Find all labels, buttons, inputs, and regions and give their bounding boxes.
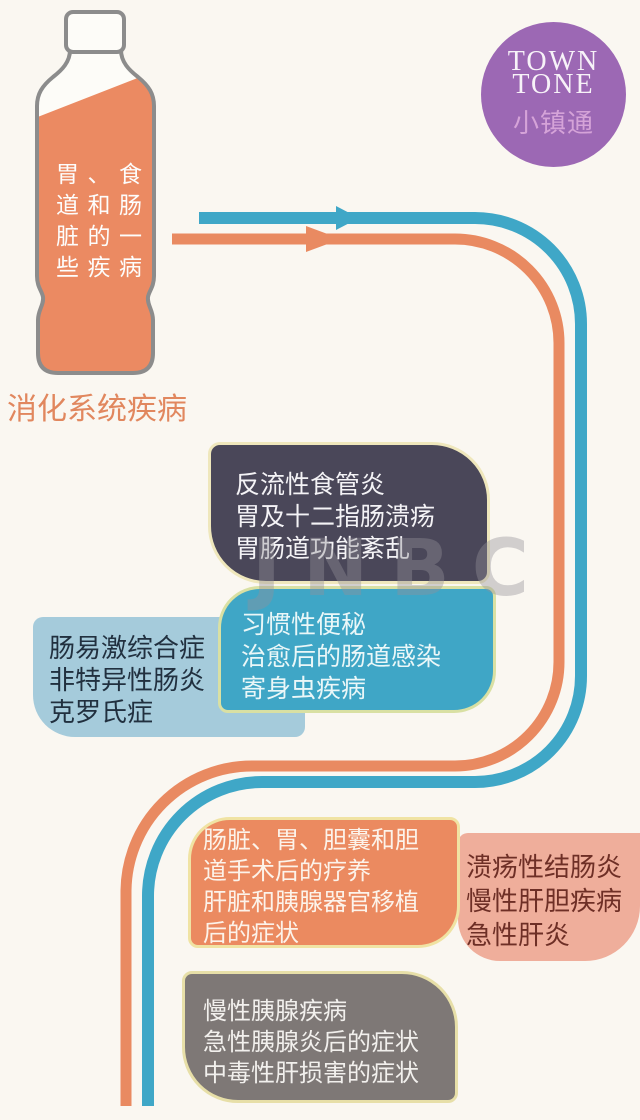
card-line: 急性肝炎 — [466, 921, 571, 951]
card-line: 习惯性便秘 — [241, 610, 367, 639]
bottle-label-line: 胃、食 — [56, 162, 142, 188]
bottle-label-line: 些疾病 — [56, 255, 142, 281]
card-line: 急性胰腺炎后的症状 — [203, 1028, 419, 1056]
card-line: 寄身虫疾病 — [241, 674, 367, 703]
card-line: 慢性肝胆疾病 — [466, 887, 623, 917]
teal-flow-line — [142, 212, 587, 1106]
bottle-label-line: 道和肠 — [56, 193, 142, 219]
brand-logo-badge: TOWN TONE 小镇通 — [481, 22, 626, 167]
card-line: 中毒性肝损害的症状 — [203, 1059, 419, 1087]
teal-arrow-icon — [336, 206, 359, 230]
card-upper-gi-diseases: 反流性食管炎 胃及十二指肠溃疡 胃肠道功能紊乱 — [208, 442, 490, 584]
card-line: 胃肠道功能紊乱 — [235, 534, 411, 563]
card-intestinal-conditions: 习惯性便秘 治愈后的肠道感染 寄身虫疾病 — [218, 586, 496, 713]
bottle-label: 胃、食 道和肠 脏的一 些疾病 — [56, 160, 142, 284]
card-pancreas-liver-conditions: 慢性胰腺疾病 急性胰腺炎后的症状 中毒性肝损害的症状 — [182, 971, 458, 1103]
card-line: 肠脏、胃、胆囊和胆 — [203, 826, 419, 854]
bottle-liquid — [37, 70, 154, 373]
card-line: 溃疡性结肠炎 — [466, 853, 623, 883]
card-line: 胃及十二指肠溃疡 — [235, 502, 436, 531]
card-line: 道手术后的疗养 — [203, 857, 371, 885]
orange-flow-line — [120, 233, 565, 1106]
bottle-outline — [35, 48, 156, 375]
section-caption: 消化系统疾病 — [7, 392, 187, 427]
card-line: 肠易激综合症 — [49, 634, 206, 664]
card-line: 肝脏和胰腺器官移植 — [203, 888, 419, 916]
card-liver-diseases: 溃疡性结肠炎 慢性肝胆疾病 急性肝炎 — [458, 833, 640, 961]
card-line: 慢性胰腺疾病 — [203, 997, 347, 1025]
card-post-surgery-recovery: 肠脏、胃、胆囊和胆 道手术后的疗养 肝脏和胰腺器官移植 后的症状 — [188, 817, 460, 948]
brand-name-chinese: 小镇通 — [512, 108, 594, 139]
bottle-cap — [64, 10, 126, 54]
brand-name-line1: TOWN — [507, 45, 600, 77]
card-line: 克罗氏症 — [49, 698, 154, 728]
card-line: 治愈后的肠道感染 — [241, 642, 442, 671]
orange-arrow-icon — [306, 226, 341, 252]
brand-name-line2: TONE — [512, 68, 595, 100]
watermark-text: JNBC — [252, 524, 551, 614]
card-line: 非特异性肠炎 — [49, 666, 206, 696]
card-line: 反流性食管炎 — [235, 470, 386, 499]
card-line: 后的症状 — [203, 919, 299, 947]
bottle-label-line: 脏的一 — [56, 224, 142, 250]
